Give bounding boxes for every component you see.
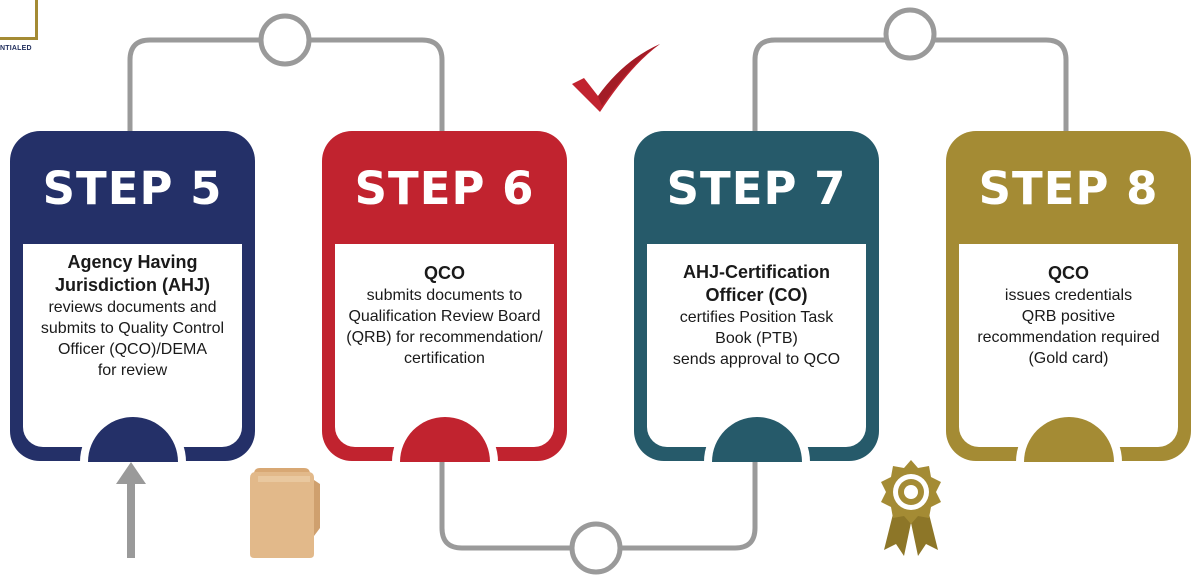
step-text: Agency Having Jurisdiction (AHJ) reviews…: [23, 244, 242, 387]
step-text: QCO issues credentials QRB positive reco…: [959, 244, 1178, 387]
step-card-8: STEP 8 QCO issues credentials QRB positi…: [946, 131, 1191, 462]
step-card-6: STEP 6 QCO submits documents to Qualific…: [322, 131, 567, 462]
check-mark-icon: [572, 44, 660, 112]
step-description: reviews documents and submits to Quality…: [40, 298, 225, 379]
step-heading: Agency Having Jurisdiction (AHJ): [54, 251, 210, 295]
logo-frame: [0, 0, 38, 40]
connector-node-7-8: [883, 7, 937, 61]
step-heading: AHJ-Certification Officer (CO): [682, 262, 830, 305]
step-title: STEP 5: [42, 162, 223, 215]
step-heading: QCO: [1047, 263, 1089, 283]
step-text: AHJ-Certification Officer (CO) certifies…: [647, 244, 866, 387]
logo: NTIALED: [0, 0, 44, 52]
step-card-5: STEP 5 Agency Having Jurisdiction (AHJ) …: [10, 131, 255, 462]
step-heading: QCO: [423, 263, 465, 283]
step-description: certifies Position Task Book (PTB) sends…: [672, 309, 841, 368]
step-title: STEP 6: [354, 162, 535, 215]
award-medal-icon: [881, 460, 941, 556]
step-description: submits documents to Qualification Revie…: [346, 287, 543, 367]
step-title: STEP 8: [978, 162, 1159, 215]
step-text: QCO submits documents to Qualification R…: [335, 244, 554, 387]
logo-text: NTIALED: [0, 45, 32, 52]
connector-node-5-6: [258, 13, 312, 67]
step-card-7: STEP 7 AHJ-Certification Officer (CO) ce…: [634, 131, 879, 462]
folder-icon: [250, 468, 320, 558]
arrow-up-icon: [116, 462, 146, 558]
step-title: STEP 7: [666, 162, 847, 215]
step-description: issues credentials QRB positive recommen…: [977, 287, 1160, 367]
connector-node-6-7: [569, 521, 623, 575]
